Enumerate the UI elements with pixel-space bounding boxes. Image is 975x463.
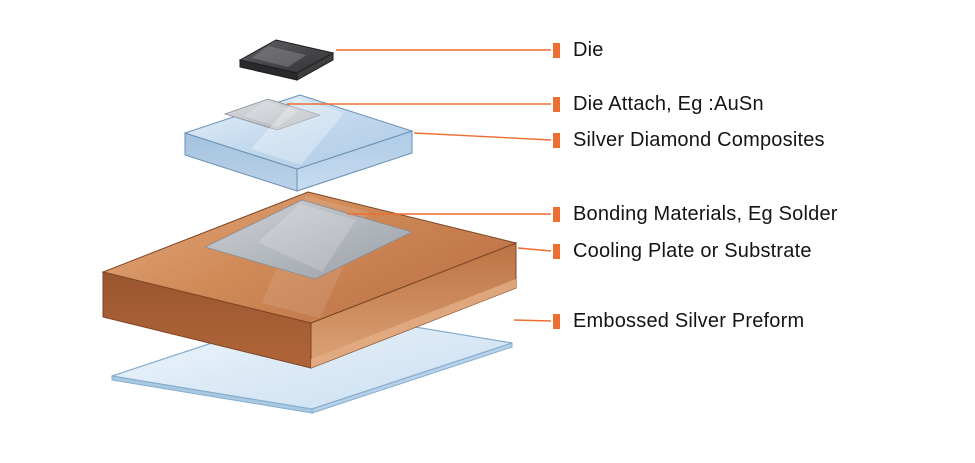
leader-line-preform (513, 319, 552, 322)
label-cooling-plate: Cooling Plate or Substrate (553, 240, 812, 262)
label-cooling-plate-marker-icon (553, 243, 560, 259)
bonding-patch (203, 199, 414, 280)
silver-diamond-plate (183, 94, 414, 192)
die-attach-patch (223, 98, 322, 131)
label-silver-diamond-composites: Silver Diamond Composites (553, 129, 825, 151)
label-silver-diamond-text: Silver Diamond Composites (573, 128, 825, 151)
die-top-face (238, 39, 335, 74)
silver-plate-sheen (251, 98, 344, 165)
label-embossed-silver-preform: Embossed Silver Preform (553, 310, 804, 332)
label-preform-text: Embossed Silver Preform (573, 309, 805, 332)
label-bonding-marker-icon (553, 206, 560, 222)
label-die-attach-marker-icon (553, 96, 560, 112)
label-preform-marker-icon (553, 313, 560, 329)
label-die-text: Die (573, 38, 604, 61)
die-sheen (252, 46, 306, 67)
leader-line-silver-diamond (413, 132, 552, 141)
label-cooling-plate-text: Cooling Plate or Substrate (573, 239, 812, 262)
label-bonding-materials: Bonding Materials, Eg Solder (553, 203, 838, 225)
label-die: Die (553, 39, 604, 61)
cooling-plate-bottom-highlight (311, 279, 516, 368)
label-silver-diamond-marker-icon (553, 132, 560, 148)
die-attach-sheen (244, 101, 298, 127)
label-die-attach: Die Attach, Eg :AuSn (553, 93, 764, 115)
silver-plate-top-face (183, 94, 414, 170)
bonding-patch-sheen (258, 204, 356, 272)
label-bonding-text: Bonding Materials, Eg Solder (573, 202, 838, 225)
label-die-marker-icon (553, 42, 560, 58)
die-shape (238, 39, 335, 81)
leader-line-cooling-plate (517, 247, 552, 252)
cooling-plate-shape (101, 191, 518, 369)
label-die-attach-text: Die Attach, Eg :AuSn (573, 92, 764, 115)
